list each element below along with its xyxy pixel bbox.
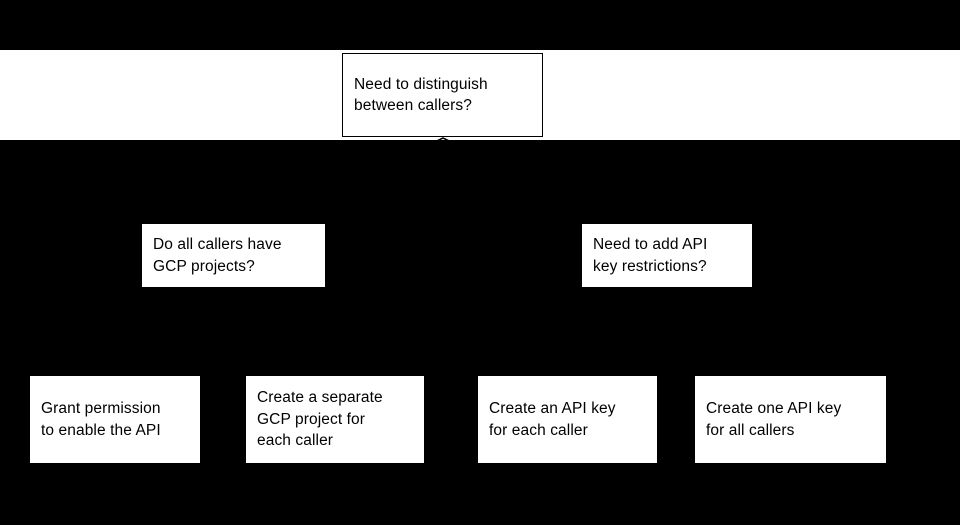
node-label: Need to distinguish between callers? <box>354 75 488 114</box>
node-label: Create a separate GCP project for each c… <box>257 389 383 450</box>
connector-root-split <box>418 137 468 151</box>
node-label: Create one API key for all callers <box>706 400 842 439</box>
node-grant-permission-to-enable-the-api[interactable]: Grant permission to enable the API <box>30 376 200 463</box>
node-label: Need to add API key restrictions? <box>593 236 708 275</box>
node-label: Do all callers have GCP projects? <box>153 236 282 275</box>
node-do-all-callers-have-gcp-projects[interactable]: Do all callers have GCP projects? <box>142 224 325 287</box>
node-need-to-add-api-key-restrictions[interactable]: Need to add API key restrictions? <box>582 224 752 287</box>
node-create-one-api-key-for-all-callers[interactable]: Create one API key for all callers <box>695 376 886 463</box>
node-label: Grant permission to enable the API <box>41 400 161 439</box>
node-create-an-api-key-for-each-caller[interactable]: Create an API key for each caller <box>478 376 657 463</box>
node-label: Create an API key for each caller <box>489 400 616 439</box>
node-create-a-separate-gcp-project-for-each-caller[interactable]: Create a separate GCP project for each c… <box>246 376 424 463</box>
node-need-to-distinguish-between-callers[interactable]: Need to distinguish between callers? <box>342 53 543 137</box>
